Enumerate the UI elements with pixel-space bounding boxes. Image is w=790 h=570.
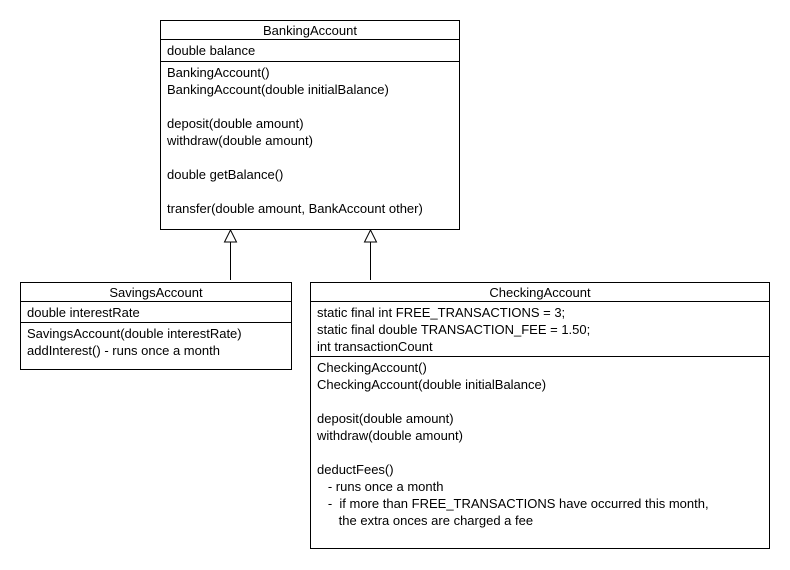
operation: CheckingAccount(double initialBalance) [317, 377, 547, 392]
operation-spacer [167, 98, 453, 115]
operations-section: SavingsAccount(double interestRate) addI… [21, 323, 291, 361]
operations-section: BankingAccount() BankingAccount(double i… [161, 62, 459, 219]
savings-to-banking-arrowhead [223, 228, 238, 243]
checking-to-banking-arrowhead [363, 228, 378, 243]
attributes-section: static final int FREE_TRANSACTIONS = 3; … [311, 302, 769, 357]
operation-note: - runs once a month [317, 479, 444, 494]
operation-note: - if more than FREE_TRANSACTIONS have oc… [317, 496, 709, 511]
attribute: double balance [167, 43, 256, 58]
checking-account-class[interactable]: CheckingAccount static final int FREE_TR… [310, 282, 770, 549]
operation: BankingAccount() [167, 65, 270, 80]
attribute: static final int FREE_TRANSACTIONS = 3; [317, 305, 566, 320]
banking-account-class[interactable]: BankingAccount double balance BankingAcc… [160, 20, 460, 230]
operation-spacer [317, 444, 763, 461]
operation-spacer [167, 183, 453, 200]
operation: addInterest() - runs once a month [27, 343, 220, 358]
operation: BankingAccount(double initialBalance) [167, 82, 389, 97]
operation: deposit(double amount) [167, 116, 304, 131]
attribute: double interestRate [27, 305, 140, 320]
operation-spacer [167, 149, 453, 166]
operation: withdraw(double amount) [317, 428, 463, 443]
attributes-section: double balance [161, 40, 459, 62]
attribute: static final double TRANSACTION_FEE = 1.… [317, 322, 591, 337]
operation-note: the extra onces are charged a fee [317, 513, 534, 528]
operation: CheckingAccount() [317, 360, 427, 375]
attribute: int transactionCount [317, 339, 433, 354]
class-name: CheckingAccount [311, 283, 769, 302]
operation: deductFees() [317, 462, 394, 477]
operation: double getBalance() [167, 167, 284, 182]
operation: SavingsAccount(double interestRate) [27, 326, 242, 341]
operations-section: CheckingAccount() CheckingAccount(double… [311, 357, 769, 531]
operation-spacer [317, 393, 763, 410]
class-name: SavingsAccount [21, 283, 291, 302]
operation: deposit(double amount) [317, 411, 454, 426]
class-name: BankingAccount [161, 21, 459, 40]
operation: transfer(double amount, BankAccount othe… [167, 201, 423, 216]
operation: withdraw(double amount) [167, 133, 313, 148]
attributes-section: double interestRate [21, 302, 291, 323]
savings-account-class[interactable]: SavingsAccount double interestRate Savin… [20, 282, 292, 370]
